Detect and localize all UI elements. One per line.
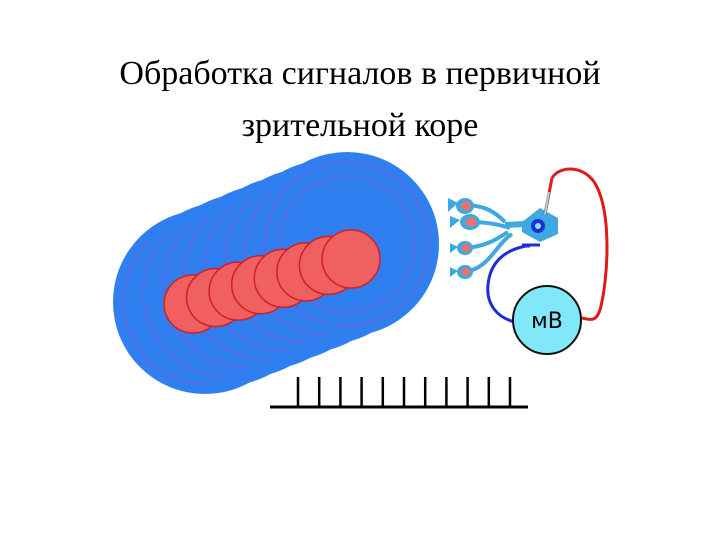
light-bar-disc	[321, 229, 381, 289]
presynaptic-cell-2	[450, 214, 480, 230]
meter-label: мВ	[531, 309, 563, 334]
slide-title: Обработка сигналов в первичной зрительно…	[0, 48, 720, 152]
presynaptic-cell-4	[450, 265, 473, 279]
postsynaptic-neuron	[522, 208, 558, 242]
light-bar-stimulus	[163, 229, 381, 334]
presynaptic-cell-1	[448, 198, 474, 214]
dendrite-trunk	[504, 221, 526, 228]
title-line-2: зрительной коре	[241, 107, 479, 144]
reference-wire	[486, 244, 530, 324]
neuron-circuit	[448, 177, 558, 279]
spike-train	[270, 377, 528, 409]
millivoltmeter: мВ	[512, 285, 582, 355]
recording-wire	[550, 167, 609, 322]
title-line-1: Обработка сигналов в первичной	[119, 55, 601, 92]
presynaptic-cell-3	[450, 241, 473, 255]
spikes	[296, 377, 512, 407]
